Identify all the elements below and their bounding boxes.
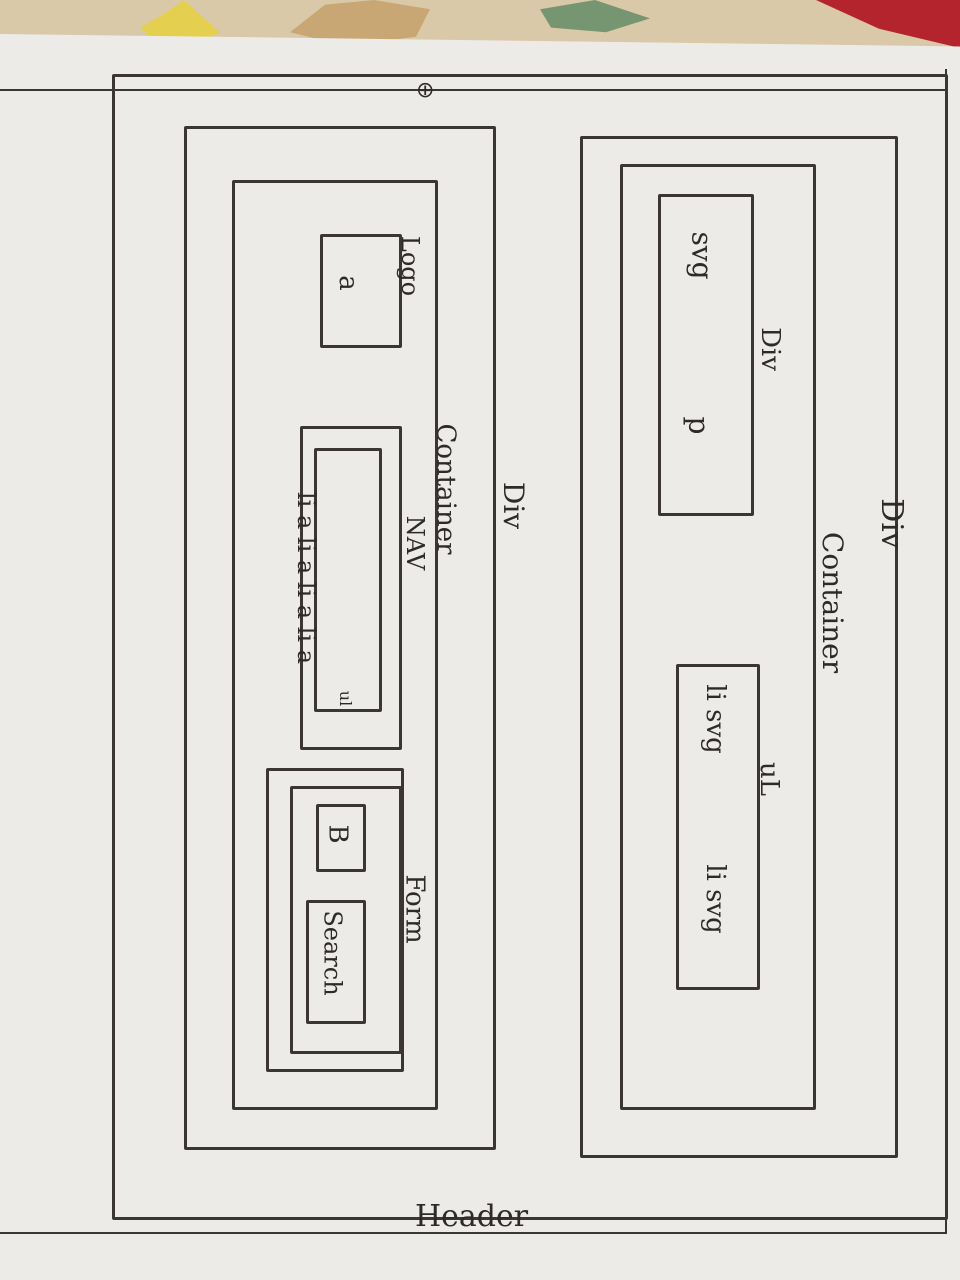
header-label: Header xyxy=(415,1199,529,1234)
sketch-paper: Header Div Div Container Div svg p uL li… xyxy=(0,34,960,1280)
nav-box xyxy=(300,426,402,750)
header-bottom-line xyxy=(0,1232,945,1234)
red-object xyxy=(816,0,960,48)
b-button-label: B xyxy=(322,824,353,844)
li-svg-2: li svg xyxy=(699,864,730,934)
div-p-label: p xyxy=(682,416,716,435)
li-svg-1: li svg xyxy=(699,684,730,754)
top-mark-icon: ⊕ xyxy=(416,78,435,103)
left-container-box xyxy=(184,126,496,1150)
form-label: Form xyxy=(399,874,430,944)
form-box xyxy=(266,768,404,1072)
logo-a-label: a xyxy=(332,275,363,291)
nav-items-label: li a li a li a li a xyxy=(292,491,321,665)
header-top-line xyxy=(0,89,945,91)
right-div-label: Div xyxy=(754,327,785,371)
b-box xyxy=(316,804,366,872)
div-svg-label: svg xyxy=(685,231,719,280)
left-container-label: Container xyxy=(430,423,461,555)
right-div-box xyxy=(658,194,754,516)
left-inner-box xyxy=(232,180,438,1110)
logo-box xyxy=(320,234,402,348)
middle-div-label: Div xyxy=(497,481,531,530)
embroidery-green xyxy=(540,0,650,33)
nav-label: NAV xyxy=(401,515,430,571)
ul-box xyxy=(676,664,760,990)
search-box xyxy=(306,900,366,1024)
right-inner-box xyxy=(620,164,816,1110)
ul-label: uL xyxy=(754,761,785,797)
logo-label: Logo xyxy=(396,235,425,297)
search-label: Search xyxy=(318,910,347,996)
outer-div-box xyxy=(112,74,948,1220)
nav-ul-box xyxy=(314,448,382,712)
outer-div-label: Div xyxy=(873,498,909,549)
right-container-box xyxy=(580,136,898,1158)
nav-ul-label: ul xyxy=(336,690,356,707)
form-inner-box xyxy=(290,786,402,1054)
right-container-label: Container xyxy=(816,531,850,674)
